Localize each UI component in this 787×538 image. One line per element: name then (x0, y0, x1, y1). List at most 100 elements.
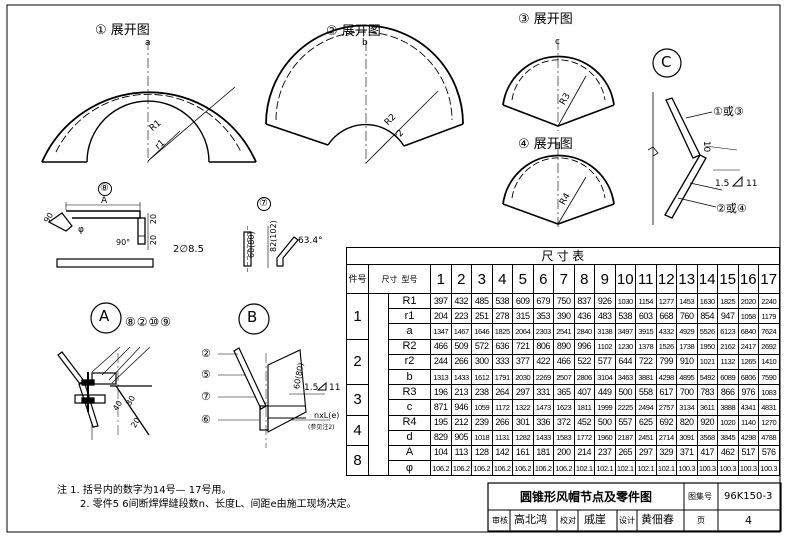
cell-value: 617 (659, 386, 674, 397)
size-table-title-row: 尺 寸 表 (346, 247, 780, 265)
table-cell: 538 (491, 292, 513, 310)
cell-value: 315 (515, 310, 530, 321)
dim-b-label: b (362, 38, 368, 48)
detail-b (218, 303, 330, 448)
cell-value: 1960 (597, 433, 613, 443)
cell-value: 538 (618, 310, 633, 321)
cell-value: 1021 (699, 357, 715, 367)
cell-value: 3463 (617, 372, 633, 382)
table-cell: 106.2 (491, 460, 513, 477)
table-cell: 213 (450, 384, 472, 401)
cell-value: 142 (495, 447, 510, 458)
size-header: 尺寸 (381, 274, 398, 284)
model-number: 9 (594, 264, 616, 294)
table-cell: 1282 (512, 429, 534, 446)
table-cell: 6840 (737, 323, 759, 340)
table-cell: 106.2 (553, 460, 575, 477)
cell-value: 3915 (638, 326, 654, 336)
table-cell: 2303 (532, 323, 554, 340)
part-7-angle: 63.4° (298, 236, 323, 246)
table-cell: 113 (450, 444, 472, 462)
table-cell: 106.2 (512, 460, 534, 477)
cell-value: 2507 (556, 372, 572, 382)
model-number: 12 (655, 264, 677, 294)
cell-value: 452 (577, 417, 592, 428)
cell-value: 1083 (761, 387, 777, 397)
cell-value: 106.2 (514, 463, 532, 473)
table-cell: 1467 (450, 323, 472, 340)
cell-value: 1738 (679, 342, 695, 352)
table-cell: 466 (430, 338, 452, 355)
cell-value: 3497 (617, 326, 633, 336)
table-cell: 679 (532, 292, 554, 310)
table-cell: 100.3 (737, 460, 759, 477)
cell-value: 625 (638, 417, 653, 428)
cell-value: 3091 (679, 433, 695, 443)
table-cell: 522 (573, 353, 595, 370)
cell-value: 1583 (556, 433, 572, 443)
table-cell: 572 (471, 338, 493, 355)
cell-value: 1172 (494, 402, 510, 412)
table-cell: 1030 (614, 292, 636, 310)
cell-value: 104 (433, 447, 448, 458)
table-cell: 820 (676, 414, 698, 431)
cell-value: 102.1 (575, 463, 593, 473)
table-cell: 1172 (491, 399, 513, 416)
table-cell: 2187 (614, 429, 636, 446)
cell-value: 1347 (433, 326, 449, 336)
table-cell: 644 (614, 353, 636, 370)
table-cell: 996 (573, 338, 595, 355)
table-cell: 449 (594, 384, 616, 401)
table-cell: 1277 (655, 292, 677, 310)
atlas-label: 图集号 (688, 492, 712, 501)
table-cell: 2064 (512, 323, 534, 340)
table-cell: 760 (676, 308, 698, 325)
cell-value: 377 (515, 356, 530, 367)
cell-value: 509 (454, 341, 469, 352)
part-number: 1 (346, 293, 369, 340)
cell-value: 213 (454, 386, 469, 397)
cell-value: 1313 (433, 372, 449, 382)
table-cell: 1811 (573, 399, 595, 416)
detail-c-weld-size: 1.5 (715, 179, 730, 189)
cell-value: 466 (556, 356, 571, 367)
cell-value: 301 (515, 417, 530, 428)
detail-a-title: A (99, 307, 110, 325)
table-cell: 3138 (594, 323, 616, 340)
cell-value: 6806 (740, 372, 756, 382)
table-cell: 102.1 (614, 460, 636, 477)
cell-value: 668 (659, 310, 674, 321)
cell-value: 837 (577, 295, 592, 306)
table-cell: 278 (491, 308, 513, 325)
cell-value: 100.3 (719, 463, 737, 473)
cell-value: 2240 (761, 296, 777, 306)
table-cell: 422 (532, 353, 554, 370)
table-cell: 2541 (553, 323, 575, 340)
table-cell: 3091 (676, 429, 698, 446)
cell-value: 1140 (740, 418, 756, 428)
cell-value: 4929 (679, 326, 695, 336)
table-cell: 700 (676, 384, 698, 401)
cell-value: 854 (700, 310, 715, 321)
table-cell: 2714 (655, 429, 677, 446)
cell-value: 1132 (720, 357, 736, 367)
table-cell: 3845 (717, 429, 739, 446)
cell-value: 331 (536, 386, 551, 397)
table-cell: 2806 (573, 368, 595, 386)
cell-value: 1230 (617, 342, 633, 352)
part-7-title: ⑦ (259, 198, 268, 209)
table-cell: 297 (635, 444, 657, 462)
table-cell: 692 (655, 414, 677, 431)
part-8-title: ⑧ (100, 183, 109, 194)
table-cell: 603 (635, 308, 657, 325)
dimension-symbol: R1 (388, 292, 431, 310)
table-cell: 353 (532, 308, 554, 325)
cell-value: 397 (433, 295, 448, 306)
cell-value: 1433 (535, 433, 551, 443)
cell-value: 106.2 (555, 463, 573, 473)
table-cell: 2225 (614, 399, 636, 416)
cell-value: 390 (556, 310, 571, 321)
